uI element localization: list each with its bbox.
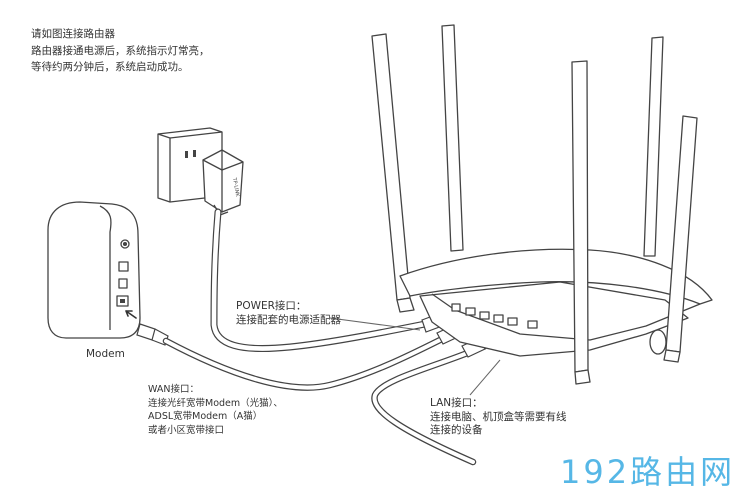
modem-device	[47, 201, 141, 339]
intro-line: 路由器接通电源后，系统指示灯常亮，	[31, 44, 210, 57]
lan-port-label: LAN接口： 连接电脑、机顶盒等需要有线 连接的设备	[430, 397, 567, 438]
power-port-label: POWER接口： 连接配套的电源适配器	[236, 300, 341, 327]
wan-port-desc: 或者小区宽带接口	[148, 424, 225, 436]
power-pointer-line	[329, 317, 421, 331]
power-port-desc: 连接配套的电源适配器	[236, 313, 341, 326]
lan-port-title: LAN接口：	[430, 397, 483, 409]
lan-pointer-line	[469, 359, 501, 396]
intro-text: 请如图连接路由器 路由器接通电源后，系统指示灯常亮， 等待约两分钟后，系统启动成…	[31, 26, 210, 76]
power-port-title: POWER接口：	[236, 300, 307, 312]
arrow-to-modem-port	[125, 310, 137, 319]
wan-port-title: WAN接口：	[148, 384, 199, 395]
wan-port-desc: 连接光纤宽带Modem（光猫）、	[148, 397, 283, 409]
modem-label: Modem	[86, 348, 125, 360]
wan-port-desc: ADSL宽带Modem（A猫）	[148, 411, 263, 422]
lan-port-desc: 连接电脑、机顶盒等需要有线	[430, 410, 567, 423]
power-adapter: TP-LINK	[202, 149, 244, 216]
modem-connector	[136, 323, 169, 346]
intro-line: 请如图连接路由器	[31, 28, 115, 40]
router-device	[371, 24, 713, 385]
wan-port-label: WAN接口： 连接光纤宽带Modem（光猫）、 ADSL宽带Modem（A猫） …	[148, 383, 283, 437]
intro-line: 等待约两分钟后，系统启动成功。	[31, 61, 189, 73]
adapter-brand-text: TP-LINK	[231, 176, 241, 197]
lan-port-desc: 连接的设备	[430, 424, 483, 436]
watermark: 192路由网	[560, 453, 736, 491]
